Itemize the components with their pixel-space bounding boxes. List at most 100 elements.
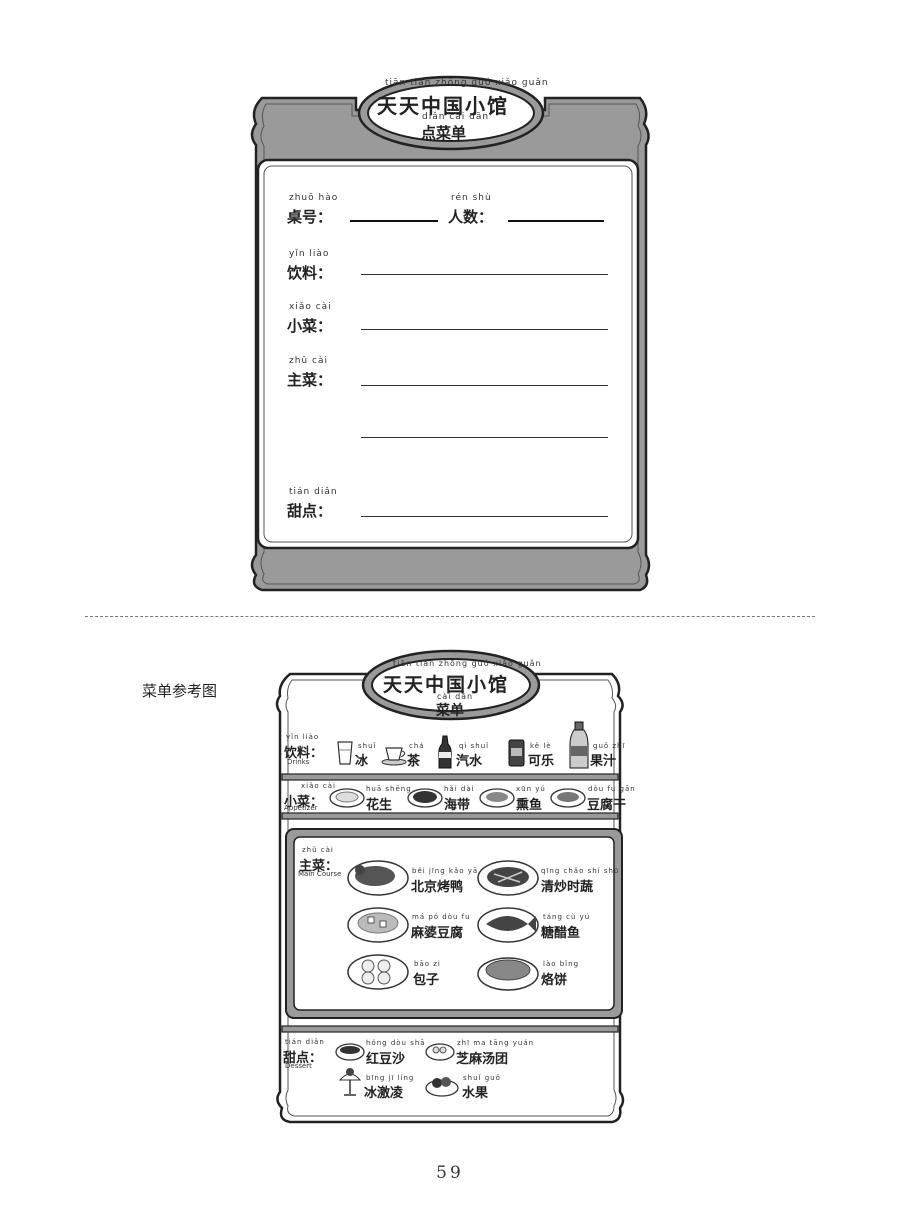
red-bean-bowl-icon bbox=[335, 1043, 365, 1061]
menu-dessert-english: Dessert bbox=[285, 1062, 312, 1070]
menu-reference-caption: 菜单参考图 bbox=[142, 682, 218, 700]
menu-drinks-english: Drinks bbox=[287, 758, 310, 766]
menu-main-pinyin: zhǔ cài bbox=[302, 846, 334, 854]
appetizer-field[interactable] bbox=[361, 329, 608, 330]
menu-restaurant-pinyin: tiān tiān zhōng guó xiǎo guǎn bbox=[393, 659, 542, 668]
main-3-pinyin: má pó dòu fu bbox=[412, 913, 471, 921]
sweet-sour-fish-icon bbox=[477, 907, 539, 943]
drink-4-pinyin: kě lè bbox=[530, 742, 552, 750]
main-4-pinyin: táng cù yú bbox=[543, 913, 591, 921]
menu-title-pinyin: cài dān bbox=[437, 692, 474, 701]
drink-1-pinyin: shuǐ bbox=[358, 742, 377, 750]
main-4-name: 糖醋鱼 bbox=[541, 926, 581, 941]
appetizer-4-name: 豆腐干 bbox=[587, 798, 627, 813]
menu-appetizer-english: Appetizer bbox=[284, 804, 318, 812]
restaurant-name-pinyin: tiān tiān zhōng guó xiǎo guǎn bbox=[385, 78, 549, 88]
people-field[interactable] bbox=[508, 220, 604, 222]
menu-main-english: Main Course bbox=[298, 870, 342, 878]
drinks-field[interactable] bbox=[361, 274, 608, 275]
main-6-name: 烙饼 bbox=[541, 973, 568, 988]
main-3-name: 麻婆豆腐 bbox=[411, 926, 464, 941]
appetizer-3-name: 熏鱼 bbox=[516, 798, 543, 813]
dessert-1-name: 红豆沙 bbox=[366, 1052, 406, 1067]
form-title: 点菜单 bbox=[421, 124, 467, 142]
main-6-pinyin: lào bǐng bbox=[543, 960, 580, 968]
dessert-1-pinyin: hóng dòu shā bbox=[366, 1039, 426, 1047]
menu-drinks-pinyin: yǐn liào bbox=[286, 733, 320, 741]
dessert-2-name: 芝麻汤团 bbox=[456, 1052, 509, 1067]
main-field-2[interactable] bbox=[361, 437, 608, 438]
buns-icon bbox=[347, 954, 409, 990]
main-label: 主菜： bbox=[287, 371, 333, 389]
appetizer-label: 小菜： bbox=[287, 317, 333, 335]
table-number-field[interactable] bbox=[350, 220, 438, 222]
appetizer-1-name: 花生 bbox=[366, 798, 393, 813]
drink-3-name: 汽水 bbox=[456, 754, 483, 769]
appetizer-3-pinyin: xūn yú bbox=[516, 785, 546, 793]
drinks-label: 饮料： bbox=[287, 264, 333, 282]
menu-drinks-label: 饮料： bbox=[284, 746, 324, 761]
ice-cream-icon bbox=[338, 1068, 362, 1096]
drink-2-pinyin: chá bbox=[409, 742, 425, 750]
dessert-4-pinyin: shuǐ guǒ bbox=[463, 1074, 501, 1082]
dessert-2-pinyin: zhī ma tāng yuán bbox=[457, 1039, 535, 1047]
sesame-dumpling-bowl-icon bbox=[425, 1043, 455, 1061]
drink-2-name: 茶 bbox=[407, 754, 421, 769]
main-1-pinyin: běi jīng kǎo yā bbox=[412, 867, 479, 875]
form-title-pinyin: diǎn cài dān bbox=[422, 112, 490, 122]
dessert-field[interactable] bbox=[361, 516, 608, 517]
drink-1-name: 冰 bbox=[355, 754, 369, 769]
drink-5-name: 果汁 bbox=[590, 754, 617, 769]
main-5-name: 包子 bbox=[413, 973, 440, 988]
dessert-label: 甜点： bbox=[287, 502, 333, 520]
seaweed-dish-icon bbox=[407, 788, 443, 808]
pancake-icon bbox=[477, 957, 539, 991]
menu-dessert-label: 甜点： bbox=[283, 1051, 323, 1066]
main-2-name: 清炒时蔬 bbox=[541, 880, 594, 895]
people-pinyin: rén shù bbox=[451, 193, 492, 203]
menu-restaurant-name: 天天中国小馆 bbox=[383, 674, 510, 696]
main-pinyin: zhǔ cài bbox=[289, 356, 328, 366]
menu-dessert-pinyin: tián diǎn bbox=[285, 1038, 325, 1046]
cola-can-icon bbox=[508, 739, 525, 767]
table-number-label: 桌号： bbox=[287, 208, 333, 226]
cut-line-divider bbox=[85, 616, 815, 617]
smoked-fish-dish-icon bbox=[479, 788, 515, 808]
page-number: 59 bbox=[436, 1163, 464, 1183]
appetizer-1-pinyin: huā shēng bbox=[366, 785, 412, 793]
teacup-icon bbox=[381, 747, 407, 766]
dessert-3-pinyin: bīng jī líng bbox=[366, 1074, 415, 1082]
vegetables-dish-icon bbox=[477, 860, 539, 896]
drinks-pinyin: yǐn liào bbox=[289, 249, 330, 259]
peanut-dish-icon bbox=[329, 788, 365, 808]
drink-3-pinyin: qì shuǐ bbox=[459, 742, 490, 750]
soda-bottle-icon bbox=[438, 735, 452, 769]
main-5-pinyin: bāo zi bbox=[414, 960, 441, 968]
tofu-dish-icon bbox=[550, 788, 586, 808]
fruit-plate-icon bbox=[425, 1077, 459, 1097]
menu-appetizer-pinyin: xiǎo cài bbox=[301, 782, 336, 790]
drink-4-name: 可乐 bbox=[528, 754, 555, 769]
appetizer-4-pinyin: dòu fu gān bbox=[588, 785, 636, 793]
restaurant-name: 天天中国小馆 bbox=[377, 94, 509, 118]
menu-appetizer-label: 小菜： bbox=[284, 795, 324, 810]
appetizer-2-pinyin: hǎi dài bbox=[444, 785, 475, 793]
drink-5-pinyin: guǒ zhī bbox=[593, 742, 626, 750]
roast-duck-icon bbox=[347, 860, 409, 896]
main-field-1[interactable] bbox=[361, 385, 608, 386]
juice-bottle-icon bbox=[569, 721, 589, 769]
appetizer-2-name: 海带 bbox=[444, 798, 471, 813]
table-number-pinyin: zhuō hào bbox=[289, 193, 339, 203]
menu-main-label: 主菜： bbox=[299, 859, 339, 874]
glass-icon bbox=[337, 741, 353, 765]
dessert-pinyin: tián diǎn bbox=[289, 487, 338, 497]
menu-title: 菜单 bbox=[436, 703, 464, 719]
dessert-3-name: 冰激凌 bbox=[364, 1086, 404, 1101]
main-1-name: 北京烤鸭 bbox=[411, 880, 464, 895]
dessert-4-name: 水果 bbox=[462, 1086, 489, 1101]
people-label: 人数： bbox=[448, 208, 494, 226]
appetizer-pinyin: xiǎo cài bbox=[289, 302, 332, 312]
main-2-pinyin: qīng chǎo shí shū bbox=[541, 867, 620, 875]
mapo-tofu-icon bbox=[347, 907, 409, 943]
